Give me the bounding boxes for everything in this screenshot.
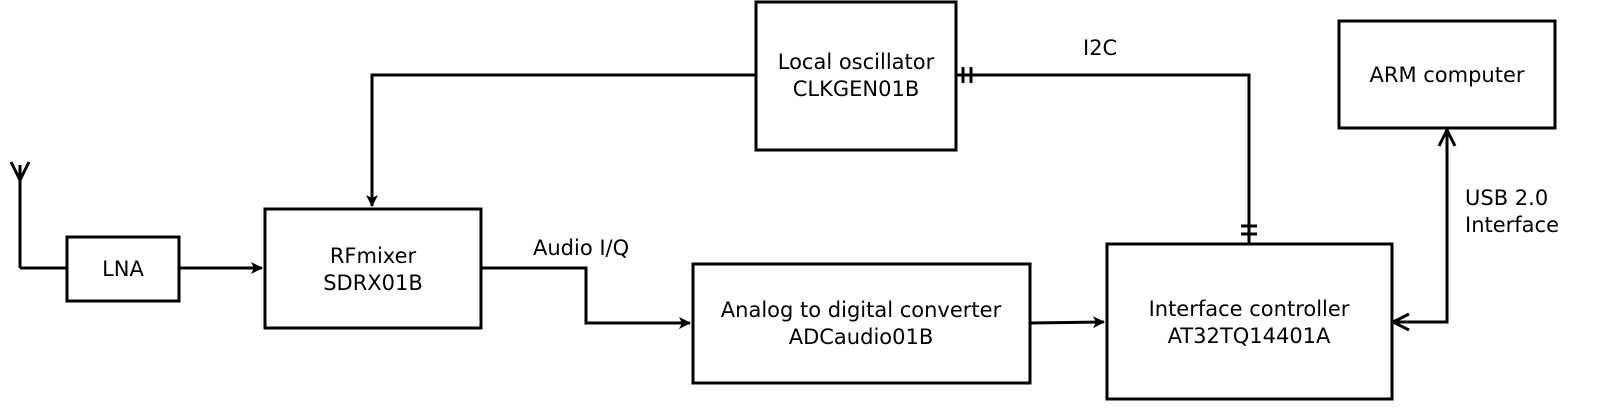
antenna-icon bbox=[9, 161, 31, 268]
i2c-oscillator-connector-icon bbox=[961, 67, 973, 83]
usb-label-line2: Interface bbox=[1465, 213, 1559, 237]
rfmixer-block: RFmixer SDRX01B bbox=[263, 207, 483, 330]
interface-controller-block: Interface controller AT32TQ14401A bbox=[1105, 242, 1394, 401]
i2c-bus-wire bbox=[957, 73, 1251, 244]
rfmixer-to-adc-arrow bbox=[482, 266, 691, 329]
oscillator-to-rfmixer-arrow bbox=[366, 73, 756, 207]
usb-link-wire bbox=[1393, 130, 1449, 324]
i2c-controller-connector-icon bbox=[1241, 224, 1257, 236]
i2c-label: I2C bbox=[1083, 36, 1117, 60]
adc-to-interface-arrow bbox=[1030, 316, 1105, 329]
local-oscillator-block: Local oscillator CLKGEN01B bbox=[754, 0, 958, 152]
rfmixer-part-number: SDRX01B bbox=[323, 271, 423, 295]
adc-label: Analog to digital converter bbox=[721, 298, 1002, 322]
adc-block: Analog to digital converter ADCaudio01B bbox=[691, 262, 1032, 385]
usb-up-arrowhead-icon bbox=[1437, 126, 1457, 147]
interface-controller-part-number: AT32TQ14401A bbox=[1168, 324, 1331, 348]
arm-computer-label: ARM computer bbox=[1369, 63, 1524, 87]
local-oscillator-label: Local oscillator bbox=[778, 50, 935, 74]
audio-iq-label: Audio I/Q bbox=[533, 236, 629, 260]
adc-part-number: ADCaudio01B bbox=[789, 325, 934, 349]
local-oscillator-part-number: CLKGEN01B bbox=[793, 77, 920, 101]
interface-controller-label: Interface controller bbox=[1149, 297, 1350, 321]
usb-label-line1: USB 2.0 bbox=[1465, 186, 1548, 210]
arm-computer-block: ARM computer bbox=[1337, 19, 1557, 130]
rfmixer-label: RFmixer bbox=[330, 244, 417, 268]
lna-label: LNA bbox=[102, 257, 144, 281]
lna-block: LNA bbox=[65, 235, 181, 303]
